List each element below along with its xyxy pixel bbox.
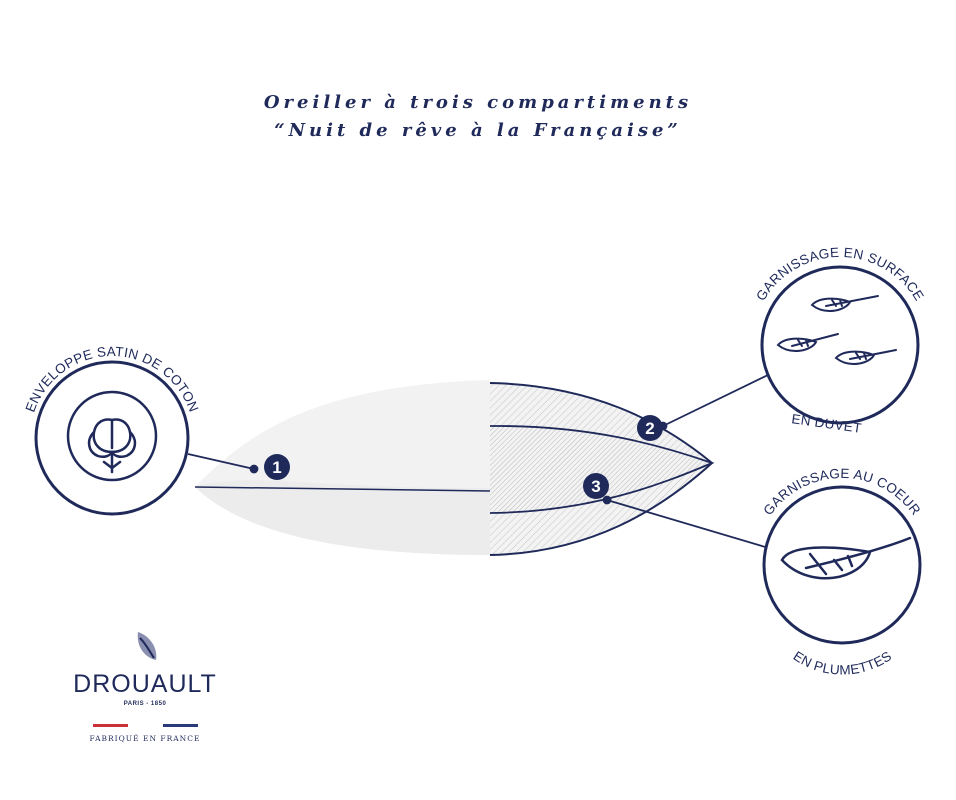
svg-text:3: 3 <box>591 477 600 496</box>
made-in-france: FABRIQUÉ EN FRANCE <box>89 734 201 743</box>
core-fill-badge: GARNISSAGE AU COEUR EN PLUMETTES <box>760 466 923 678</box>
red-stripe <box>92 724 128 727</box>
down-feathers-icon <box>776 295 897 365</box>
svg-text:EN PLUMETTES: EN PLUMETTES <box>791 648 895 677</box>
flag-stripes <box>60 724 230 727</box>
marker-1: 1 <box>264 454 290 480</box>
blue-stripe <box>162 724 198 727</box>
brand-logo: DROUAULT PARIS - 1850 FABRIQUÉ EN FRANCE <box>60 630 230 743</box>
core-fill-sublabel: EN PLUMETTES <box>791 648 894 677</box>
feather-icon <box>780 536 912 580</box>
svg-text:1: 1 <box>272 458 281 477</box>
marker-2: 2 <box>637 415 663 441</box>
title-line-1: Oreiller à trois compartiments <box>263 92 693 113</box>
callout-lines <box>187 372 773 550</box>
brand-tagline: PARIS - 1850 <box>123 701 167 707</box>
pillow-cutaway <box>489 382 715 556</box>
pillow-exterior <box>194 380 491 555</box>
marker-3: 3 <box>583 473 609 499</box>
cotton-icon <box>66 390 158 482</box>
brand-name: DROUAULT <box>73 670 217 698</box>
feather-logo-icon <box>137 632 157 660</box>
envelope-badge: ENVELOPPE SATIN DE COTON <box>23 344 201 516</box>
title-line-2: “Nuit de rêve à la Française” <box>274 120 682 141</box>
svg-text:2: 2 <box>645 419 654 438</box>
surface-fill-badge: GARNISSAGE EN SURFACE EN DUVET <box>753 245 926 436</box>
